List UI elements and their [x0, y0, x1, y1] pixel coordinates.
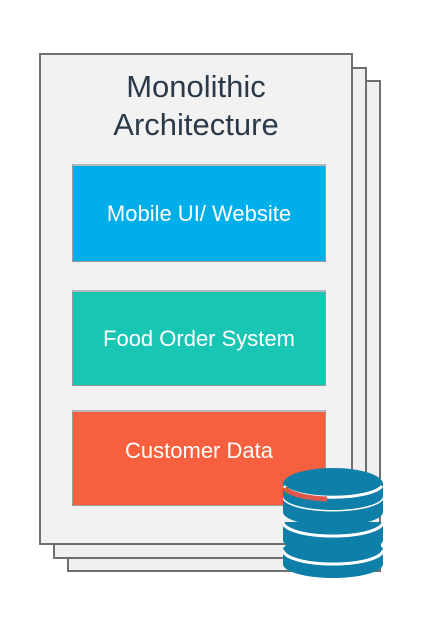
- diagram-title: Monolithic Architecture: [39, 68, 353, 144]
- title-line-1: Monolithic: [126, 69, 266, 104]
- food-order-system-label: Food Order System: [103, 325, 295, 351]
- title-line-2: Architecture: [113, 107, 279, 142]
- food-order-system-block: Food Order System: [72, 290, 326, 386]
- customer-data-block: Customer Data: [72, 410, 326, 506]
- database-icon: [283, 468, 383, 578]
- mobile-ui-label: Mobile UI/ Website: [106, 200, 292, 226]
- mobile-ui-block: Mobile UI/ Website: [72, 164, 326, 262]
- customer-data-label: Customer Data: [125, 437, 273, 463]
